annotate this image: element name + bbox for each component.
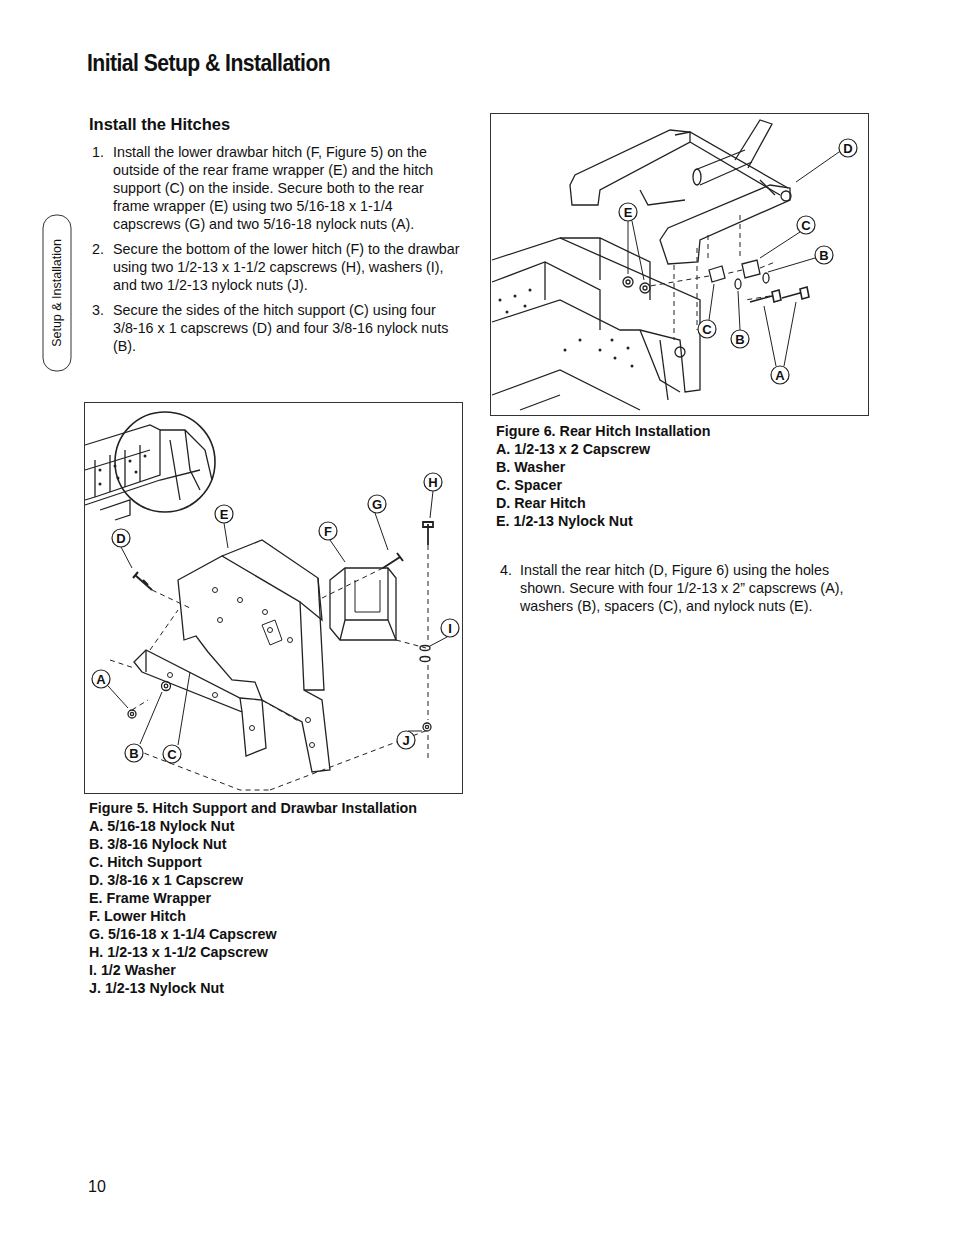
step-text: Install the lower drawbar hitch (F, Figu… bbox=[113, 143, 463, 233]
callout-letter: J bbox=[402, 734, 409, 747]
callout-letter: I bbox=[448, 622, 452, 635]
page-title: Initial Setup & Installation bbox=[87, 50, 330, 77]
callout-letter: H bbox=[428, 476, 437, 489]
callout-letter: E bbox=[220, 508, 229, 521]
callout-letter: D bbox=[116, 532, 125, 545]
step-number: 4. bbox=[500, 561, 512, 579]
callout-letter: B bbox=[819, 249, 828, 262]
caption-line: F. Lower Hitch bbox=[89, 907, 186, 925]
callout-letter: E bbox=[624, 206, 633, 219]
section-tab: Setup & Installation bbox=[50, 239, 64, 347]
caption-line: B. Washer bbox=[496, 458, 565, 476]
caption-line: E. Frame Wrapper bbox=[89, 889, 211, 907]
caption-line: J. 1/2-13 Nylock Nut bbox=[89, 979, 224, 997]
caption-line: B. 3/8-16 Nylock Nut bbox=[89, 835, 226, 853]
callout-letter: B bbox=[735, 333, 744, 346]
callout-letter: G bbox=[372, 498, 382, 511]
callout-letter: A bbox=[775, 369, 784, 382]
step-text: Secure the sides of the hitch support (C… bbox=[113, 301, 463, 355]
caption-line: C. Hitch Support bbox=[89, 853, 202, 871]
step-number: 1. bbox=[92, 143, 104, 161]
caption-line: C. Spacer bbox=[496, 476, 562, 494]
caption-line: Figure 6. Rear Hitch Installation bbox=[496, 422, 711, 440]
callout-letter: C bbox=[702, 323, 711, 336]
caption-line: D. 3/8-16 x 1 Capscrew bbox=[89, 871, 243, 889]
caption-line: I. 1/2 Washer bbox=[89, 961, 176, 979]
section-heading: Install the Hitches bbox=[89, 115, 230, 134]
caption-line: G. 5/16-18 x 1-1/4 Capscrew bbox=[89, 925, 277, 943]
caption-line: D. Rear Hitch bbox=[496, 494, 586, 512]
callout-letter: C bbox=[801, 219, 810, 232]
caption-line: H. 1/2-13 x 1-1/2 Capscrew bbox=[89, 943, 268, 961]
callout-letter: A bbox=[96, 673, 105, 686]
callout-letter: F bbox=[324, 525, 332, 538]
caption-line: A. 5/16-18 Nylock Nut bbox=[89, 817, 234, 835]
caption-line: Figure 5. Hitch Support and Drawbar Inst… bbox=[89, 799, 417, 817]
step-number: 3. bbox=[92, 301, 104, 319]
step-text: Secure the bottom of the lower hitch (F)… bbox=[113, 240, 463, 294]
step-text: Install the rear hitch (D, Figure 6) usi… bbox=[520, 561, 865, 615]
callout-letter: B bbox=[129, 747, 138, 760]
caption-line: E. 1/2-13 Nylock Nut bbox=[496, 512, 633, 530]
callout-letter: C bbox=[167, 748, 176, 761]
page-number: 10 bbox=[88, 1178, 106, 1196]
step-number: 2. bbox=[92, 240, 104, 258]
callout-letter: D bbox=[843, 142, 852, 155]
caption-line: A. 1/2-13 x 2 Capscrew bbox=[496, 440, 650, 458]
